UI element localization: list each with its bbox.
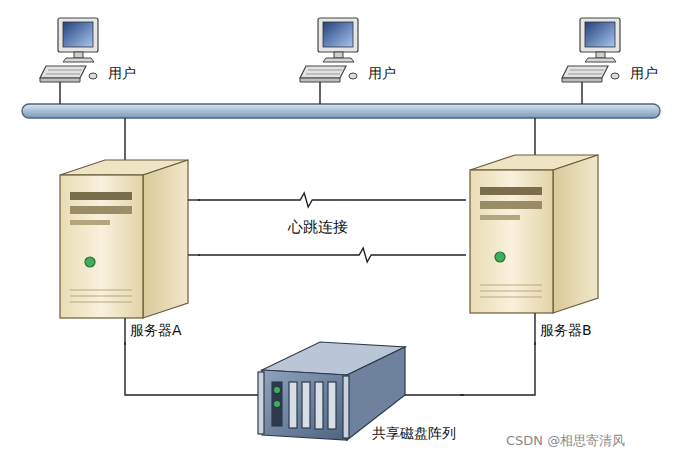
network-bus xyxy=(22,104,660,118)
server-node: 服务器A xyxy=(58,155,198,342)
node-label: 共享磁盘阵列 xyxy=(372,424,456,442)
node-label: 用户 xyxy=(108,64,136,82)
server-tower xyxy=(470,155,598,313)
user-node: 用户 xyxy=(298,16,400,94)
computer-icon xyxy=(40,18,98,82)
user-node: 用户 xyxy=(560,16,662,94)
user-wires xyxy=(60,82,582,167)
node-label: 用户 xyxy=(630,64,658,82)
server-tower xyxy=(60,160,188,318)
user-node: 用户 xyxy=(38,16,140,94)
server-node: 服务器B xyxy=(466,150,602,342)
node-label: 服务器B xyxy=(540,321,592,339)
wire-stubs xyxy=(125,200,535,395)
connector-line xyxy=(460,342,535,395)
connector-line xyxy=(125,342,258,395)
connector-line xyxy=(198,248,466,262)
disk-array-node: 共享磁盘阵列 xyxy=(258,338,460,445)
edge-label: 心跳连接 xyxy=(286,218,350,237)
connector-line xyxy=(198,193,466,207)
watermark: CSDN @相思寄清风 xyxy=(506,432,625,449)
node-label: 服务器A xyxy=(130,321,182,339)
computer-icon xyxy=(300,18,358,82)
node-label: 用户 xyxy=(368,64,396,82)
computer-icon xyxy=(562,18,620,82)
